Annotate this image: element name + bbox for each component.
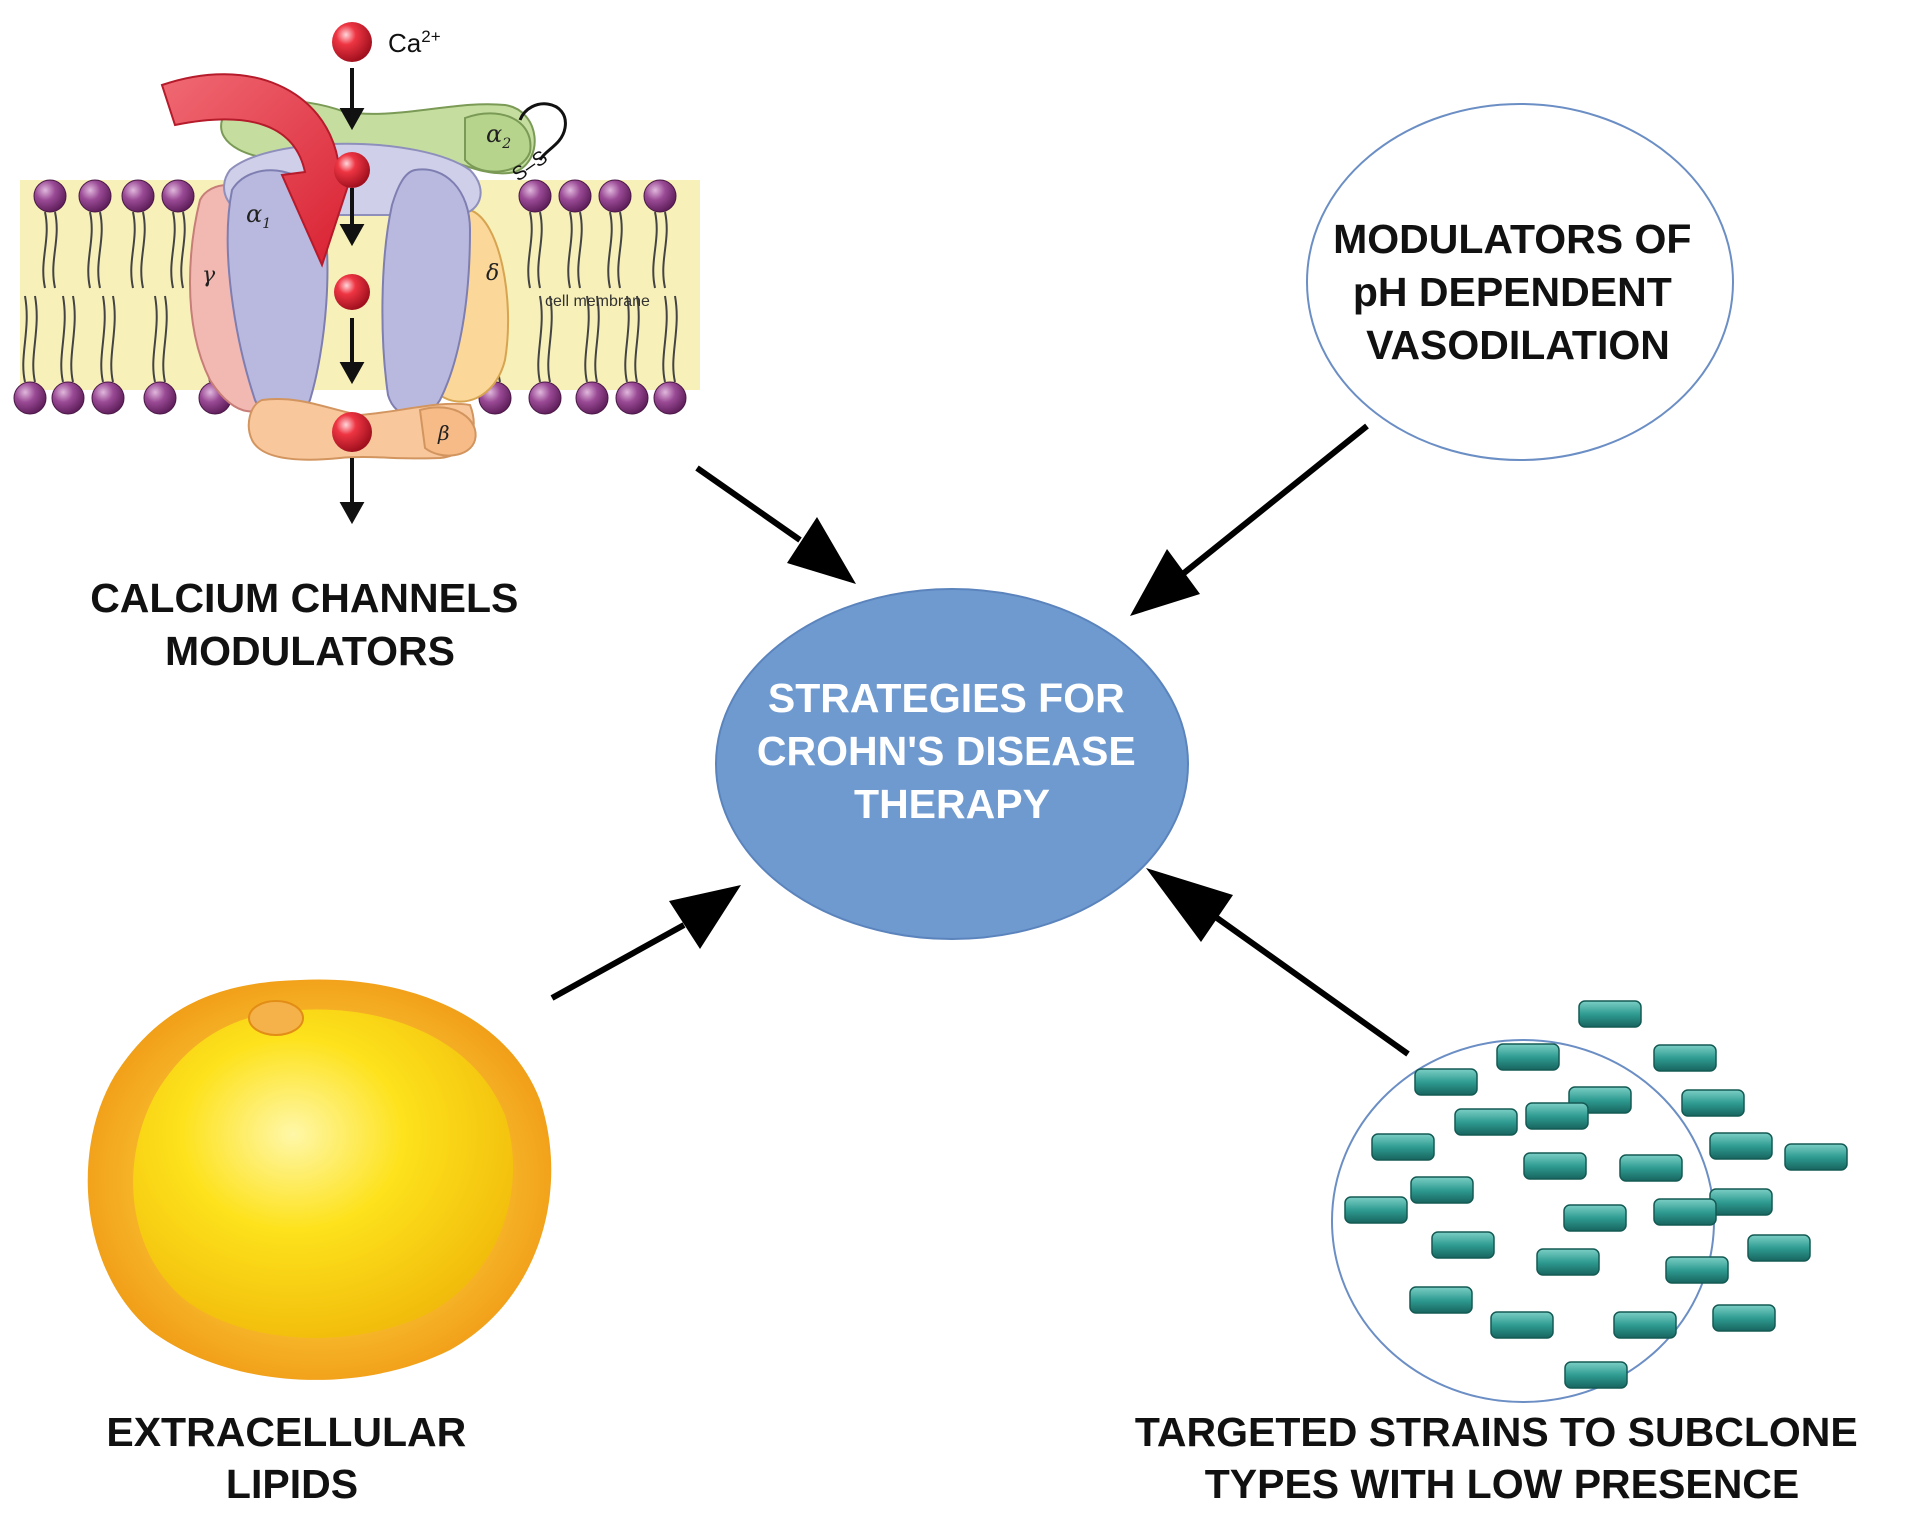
bacterium-rod	[1414, 1068, 1478, 1096]
bacterium-rod	[1613, 1311, 1677, 1339]
lipid-head	[598, 179, 632, 213]
lipid-droplet-illustration	[87, 979, 552, 1380]
calcium-ion	[334, 152, 370, 188]
bacterium-rod	[1653, 1044, 1717, 1072]
ion-flow-arrows	[339, 68, 365, 525]
lipids-label-line-2: LIPIDS	[226, 1461, 358, 1507]
bacterium-rod	[1709, 1132, 1773, 1160]
lipid-head	[78, 179, 112, 213]
bacterium-rod	[1564, 1361, 1628, 1389]
center-label-line-1: STRATEGIES FOR	[768, 675, 1125, 721]
bacterium-rod	[1681, 1089, 1745, 1117]
bacterium-rod	[1653, 1198, 1717, 1226]
calcium-ion	[334, 274, 370, 310]
ph-modulators-bubble	[1306, 103, 1734, 461]
calcium-label-line-1: CALCIUM CHANNELS	[90, 575, 518, 621]
bacterium-rod	[1490, 1311, 1554, 1339]
alpha2-lobe	[464, 112, 532, 173]
lipid-head	[518, 179, 552, 213]
center-label-line-3: THERAPY	[854, 781, 1050, 827]
bacterium-rod	[1784, 1143, 1848, 1171]
lipid-head	[161, 179, 195, 213]
lipid-head	[653, 381, 687, 415]
arrowhead-calcium	[787, 517, 856, 584]
alpha2-label: α2	[486, 120, 511, 152]
bacterium-rod	[1578, 1000, 1642, 1028]
lipid-head	[91, 381, 125, 415]
arrow-lipids-to-center	[550, 922, 686, 1001]
lipid-head	[143, 381, 177, 415]
bacterium-rod	[1709, 1188, 1773, 1216]
bacterium-rod	[1496, 1043, 1560, 1071]
lipid-head	[51, 381, 85, 415]
cell-membrane-label: cell membrane	[545, 293, 650, 310]
lipid-head	[575, 381, 609, 415]
calcium-ion	[332, 412, 372, 452]
arrow-strains-to-center	[1215, 915, 1410, 1057]
ph-label-line-3: VASODILATION	[1366, 322, 1670, 368]
bacterium-rod	[1536, 1248, 1600, 1276]
bacterium-rod	[1563, 1204, 1627, 1232]
lipid-heads-top	[33, 179, 677, 213]
bacterium-rod	[1344, 1196, 1408, 1224]
red-curved-arrow	[160, 73, 360, 268]
arrow-ph-to-center	[1182, 423, 1369, 576]
delta-label: δ	[486, 261, 499, 286]
bacterium-rod	[1525, 1102, 1589, 1130]
lipid-tails	[22, 211, 678, 383]
lipid-head	[643, 179, 677, 213]
disulfide-loop	[518, 102, 567, 161]
ph-modulators-label: MODULATORS OF pH DEPENDENT VASODILATION	[1333, 216, 1703, 368]
bacteria-group	[1344, 1000, 1848, 1389]
calcium-channel-illustration: Ca2+ α1 α2 γ δ β S–S cell membrane	[13, 22, 700, 525]
calcium-channels-label: CALCIUM CHANNELS MODULATORS	[90, 575, 530, 674]
gamma-label: γ	[202, 263, 216, 288]
lipid-head	[13, 381, 47, 415]
bacterium-rod	[1619, 1154, 1683, 1182]
targeted-strains-label: TARGETED STRAINS TO SUBCLONE TYPES WITH …	[1135, 1409, 1869, 1507]
lipid-head	[33, 179, 67, 213]
connector-arrows	[550, 423, 1410, 1057]
bacterium-rod	[1410, 1176, 1474, 1204]
lipid-head	[615, 381, 649, 415]
bacterium-rod	[1747, 1234, 1811, 1262]
lipids-label-line-1: EXTRACELLULAR	[106, 1409, 466, 1455]
calcium-label-line-2: MODULATORS	[165, 628, 455, 674]
center-ellipse	[715, 588, 1189, 940]
bacterium-rod	[1371, 1133, 1435, 1161]
arrow-calcium-to-center	[695, 465, 802, 543]
arrowhead-strains	[1146, 868, 1233, 942]
extracellular-lipids-label: EXTRACELLULAR LIPIDS	[106, 1409, 477, 1507]
bacterium-rod	[1454, 1108, 1518, 1136]
beta-lobe	[418, 406, 477, 457]
bacterium-rod	[1409, 1286, 1473, 1314]
beta-label: β	[437, 421, 450, 445]
strains-label-line-1: TARGETED STRAINS TO SUBCLONE	[1135, 1409, 1858, 1455]
ion-label: Ca2+	[388, 27, 441, 58]
center-label: STRATEGIES FOR CROHN'S DISEASE THERAPY	[757, 675, 1147, 827]
bacterium-rod	[1712, 1304, 1776, 1332]
lipid-head	[558, 179, 592, 213]
bacterium-rod	[1431, 1231, 1495, 1259]
bacterium-rod	[1523, 1152, 1587, 1180]
ph-label-line-1: MODULATORS OF	[1333, 216, 1691, 262]
calcium-ion	[332, 22, 372, 62]
bacterium-rod	[1665, 1256, 1729, 1284]
arrowhead-ph	[1130, 549, 1200, 616]
lipid-droplet-inner	[133, 1009, 514, 1338]
lipid-droplet-nucleus	[248, 1000, 304, 1036]
lipid-heads-bottom	[13, 381, 687, 415]
ph-label-line-2: pH DEPENDENT	[1353, 269, 1672, 315]
center-label-line-2: CROHN'S DISEASE	[757, 728, 1136, 774]
strains-label-line-2: TYPES WITH LOW PRESENCE	[1205, 1461, 1800, 1507]
lipid-head	[121, 179, 155, 213]
lipid-head	[528, 381, 562, 415]
alpha1-label: α1	[246, 200, 271, 232]
arrowhead-lipids	[669, 885, 741, 949]
